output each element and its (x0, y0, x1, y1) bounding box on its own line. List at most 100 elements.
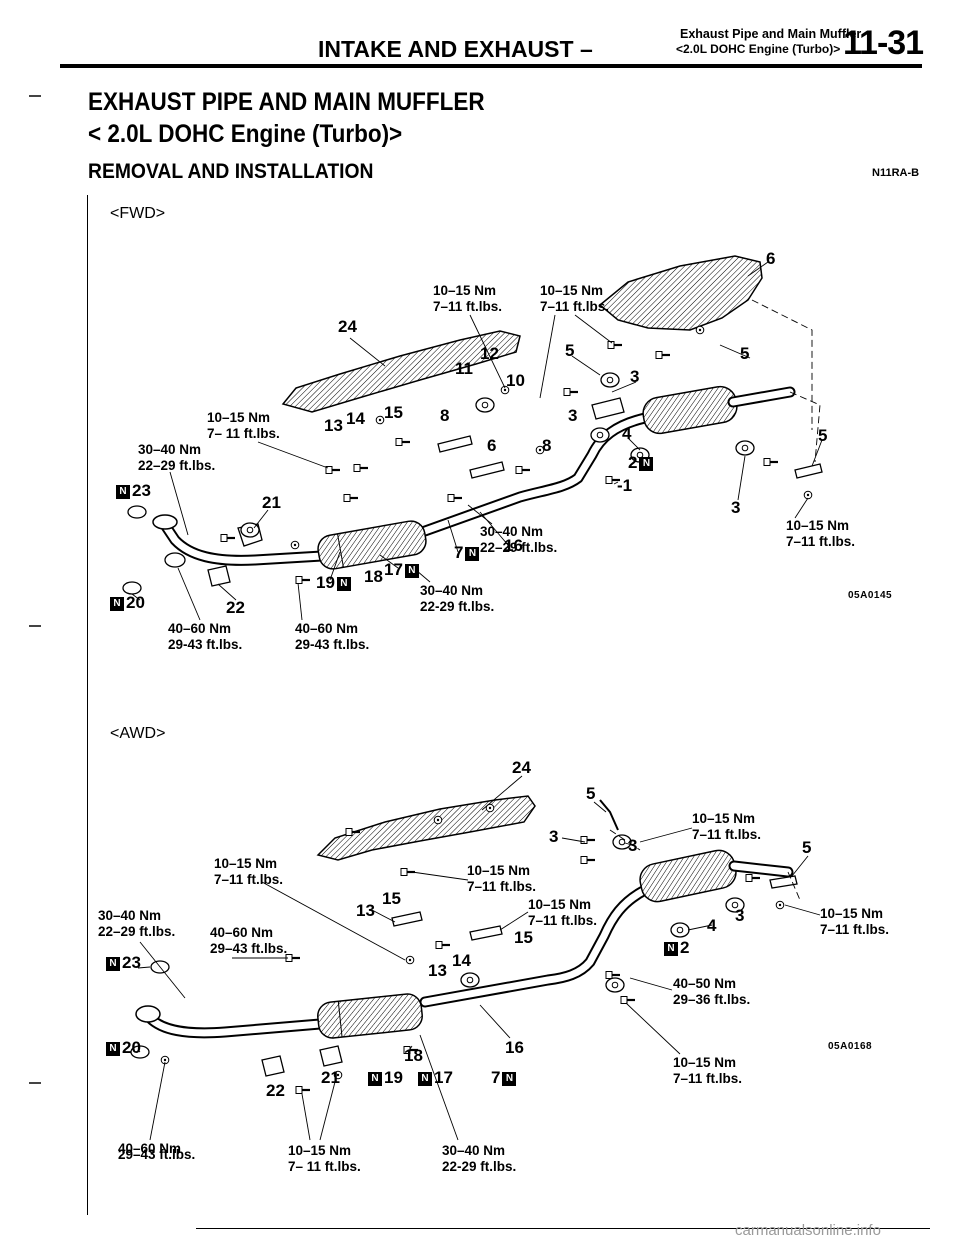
torque-ftlbs: 7– 11 ft.lbs. (288, 1159, 361, 1174)
awd-heat-protector (316, 795, 536, 861)
fwd-callout: 13 (324, 416, 343, 435)
nut-icon (695, 325, 705, 335)
new-part-mark: N (106, 956, 120, 971)
bolt-icon (744, 873, 762, 883)
fwd-variant-label: <FWD> (110, 205, 166, 222)
fwd-hanger-rear (735, 440, 755, 456)
callout-number: 19 (316, 573, 335, 592)
fwd-callout: -1 (617, 476, 633, 495)
awd-converter-seam (337, 1001, 343, 1038)
section-code: N11RA-B (872, 167, 920, 179)
fwd-gasket-23 (127, 505, 147, 519)
new-part-mark: N (404, 563, 419, 578)
bolt-icon (562, 387, 580, 397)
nut-icon (803, 490, 813, 500)
fwd-leader-lines (131, 261, 823, 621)
bolt-icon (446, 493, 464, 503)
torque-ftlbs: 22–29 ft.lbs. (480, 540, 558, 555)
callout-number: 2 (680, 938, 690, 957)
torque-nm: 40–60 Nm (295, 621, 359, 636)
torque-nm: 10–15 Nm (692, 811, 756, 826)
awd-figure-code: 05A0168 (828, 1041, 873, 1052)
fwd-callout: 24 (338, 317, 357, 336)
fwd-hanger-5 (600, 372, 620, 388)
nut-icon (433, 815, 443, 825)
new-part-mark: N (465, 546, 480, 561)
bolt-icon (284, 953, 302, 963)
torque-ftlbs: 7–11 ft.lbs. (786, 534, 856, 549)
awd-leader-lines (137, 775, 821, 1141)
fwd-callout: 22 (226, 598, 245, 617)
awd-callout: 3 (628, 836, 638, 855)
torque-nm: 10–15 Nm (786, 518, 850, 533)
fwd-front-flange (152, 514, 178, 530)
torque-nm: 10–15 Nm (433, 283, 497, 298)
awd-callout: 15 (514, 928, 533, 947)
awd-callout: 21 (321, 1068, 340, 1087)
torque-nm: 10–15 Nm (820, 906, 884, 921)
new-part-mark: N (116, 484, 130, 499)
torque-ftlbs: 29-43 ft.lbs. (168, 637, 243, 652)
torque-ftlbs: 22–29 ft.lbs. (138, 458, 216, 473)
bolt-icon (394, 437, 412, 447)
callout-number: 2 (628, 453, 638, 472)
awd-callout: 14 (452, 951, 471, 970)
torque-nm: 10–15 Nm (673, 1055, 737, 1070)
bolt-icon (604, 970, 622, 980)
fwd-heat-protector-center (281, 330, 521, 413)
bolt-icon (654, 350, 672, 360)
torque-ftlbs: 7–11 ft.lbs. (467, 879, 537, 894)
awd-callout: 5 (586, 784, 596, 803)
torque-nm: 10–15 Nm (288, 1143, 352, 1158)
new-part-mark: N (639, 456, 654, 471)
torque-ftlbs: 7–11 ft.lbs. (673, 1071, 743, 1086)
callout-number: 7 (454, 543, 464, 562)
new-part-mark: N (502, 1071, 517, 1086)
fwd-catalytic-converter (317, 520, 427, 570)
torque-nm: 40–60 Nm (210, 925, 274, 940)
torque-nm: 40–60 Nm (168, 621, 232, 636)
section-heading: REMOVAL AND INSTALLATION (88, 160, 374, 183)
awd-callout: 24 (512, 758, 531, 777)
fwd-hanger-12 (475, 397, 495, 413)
page-number: 11-31 (843, 24, 924, 62)
new-part-mark: N (664, 941, 678, 956)
header-subsection-line2: <2.0L DOHC Engine (Turbo)> (676, 42, 841, 56)
awd-bracket-15b (469, 925, 503, 941)
torque-ftlbs: 22-29 ft.lbs. (420, 599, 495, 614)
callout-number: 17 (384, 560, 403, 579)
awd-bracket-21 (319, 1045, 343, 1067)
bolt-icon (619, 995, 637, 1005)
new-part-mark: N (110, 596, 124, 611)
awd-callout: 15 (382, 889, 401, 908)
fwd-callout: 3 (630, 367, 640, 386)
torque-nm: 30–40 Nm (480, 524, 544, 539)
fwd-front-gasket (164, 552, 186, 568)
awd-callout: 3 (735, 906, 745, 925)
torque-nm: 40–50 Nm (673, 976, 737, 991)
bolt-icon (434, 940, 452, 950)
bolt-icon (324, 465, 342, 475)
awd-hanger-4 (670, 922, 690, 938)
header-section-title: INTAKE AND EXHAUST – (318, 36, 593, 62)
callout-number: 19 (384, 1068, 403, 1087)
torque-ftlbs: 7–11 ft.lbs. (528, 913, 598, 928)
torque-ftlbs: 29–43 ft.lbs. (118, 1147, 196, 1162)
torque-ftlbs: 29-43 ft.lbs. (295, 637, 370, 652)
